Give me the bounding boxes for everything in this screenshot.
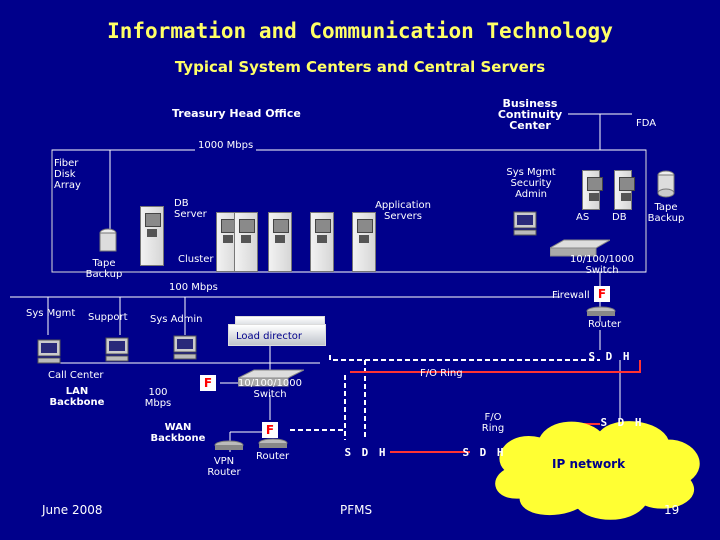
vpn-router-icon xyxy=(214,440,244,450)
fo-ring-right-label: F/O Ring xyxy=(481,412,505,434)
computer-icon xyxy=(37,339,61,364)
treasury-label: Treasury Head Office xyxy=(172,107,301,120)
sys-mgmt-label: Sys Mgmt xyxy=(26,308,76,319)
switch-top-label: 10/100/1000 Switch xyxy=(570,254,634,276)
firewall-icon: F xyxy=(262,422,278,438)
fo-ring-top-label: F/O Ring xyxy=(420,368,463,379)
sdh-label-right-bottom: S D H xyxy=(600,416,644,429)
router-mid-icon xyxy=(258,438,288,448)
db-server-icon xyxy=(140,206,164,266)
fiber-disk-array-label: Fiber Disk Array xyxy=(54,158,81,191)
mbps-100-b-label: 100 Mbps xyxy=(144,387,172,409)
sys-admin-label: Sys Admin xyxy=(150,314,203,325)
app-server-icon-2 xyxy=(310,212,334,272)
app-server-icon-3 xyxy=(352,212,376,272)
slide-title: Information and Communication Technology xyxy=(107,19,613,43)
switch-mid-icon xyxy=(238,369,304,387)
tape-backup-right-icon xyxy=(657,170,675,198)
switch-mid-label: 10/100/1000 Switch xyxy=(238,378,302,400)
tape-backup-left-icon xyxy=(99,228,117,252)
mbps-1000-label: 1000 Mbps xyxy=(195,140,257,151)
sdh-label-bottom: S D H xyxy=(462,446,506,459)
firewall-icon: F xyxy=(200,375,216,391)
as-server-icon xyxy=(582,170,603,210)
computer-icon xyxy=(513,211,537,236)
sdh-label-middle: S D H xyxy=(344,446,388,459)
footer-date: June 2008 xyxy=(42,503,103,517)
load-director-label: Load director xyxy=(236,331,302,342)
bcc-label: Business Continuity Center xyxy=(497,97,563,132)
application-servers-label: Application Servers xyxy=(375,200,431,222)
app-server-icon-1 xyxy=(268,212,292,272)
tape-backup-right-label: Tape Backup xyxy=(647,202,685,224)
db-server-icon-3 xyxy=(234,212,258,272)
firewall-label: Firewall xyxy=(552,290,590,301)
router-mid-label: Router xyxy=(256,451,290,462)
db-label: DB xyxy=(612,212,627,223)
computer-icon xyxy=(105,337,129,362)
call-center-label: Call Center xyxy=(48,370,104,381)
sysmgmt-security-admin-label: Sys Mgmt Security Admin xyxy=(506,167,556,200)
db-server-right-icon xyxy=(614,170,635,210)
lan-backbone-label: LAN Backbone xyxy=(49,386,105,408)
router-right-label: Router xyxy=(588,319,622,330)
support-label: Support xyxy=(88,312,128,323)
fda-label: FDA xyxy=(636,118,657,129)
firewall-icon: F xyxy=(594,286,610,302)
slide-subtitle: Typical System Centers and Central Serve… xyxy=(174,58,546,76)
page-number: 19 xyxy=(664,503,680,517)
mbps-100-label: 100 Mbps xyxy=(166,282,221,293)
router-right-icon xyxy=(586,306,616,316)
sdh-label-right-top: S D H xyxy=(588,350,632,363)
vpn-router-label: VPN Router xyxy=(207,456,241,478)
as-label: AS xyxy=(576,212,590,223)
cluster-label: Cluster xyxy=(178,254,214,265)
load-director-box xyxy=(228,324,326,346)
footer-center: PFMS xyxy=(340,503,373,517)
ip-network-label: IP network xyxy=(552,457,626,471)
computer-icon xyxy=(173,335,197,360)
tape-backup-left-label: Tape Backup xyxy=(85,258,123,280)
wan-backbone-label: WAN Backbone xyxy=(150,422,206,444)
db-server-label: DB Server xyxy=(174,198,207,220)
switch-top-icon xyxy=(550,239,610,257)
